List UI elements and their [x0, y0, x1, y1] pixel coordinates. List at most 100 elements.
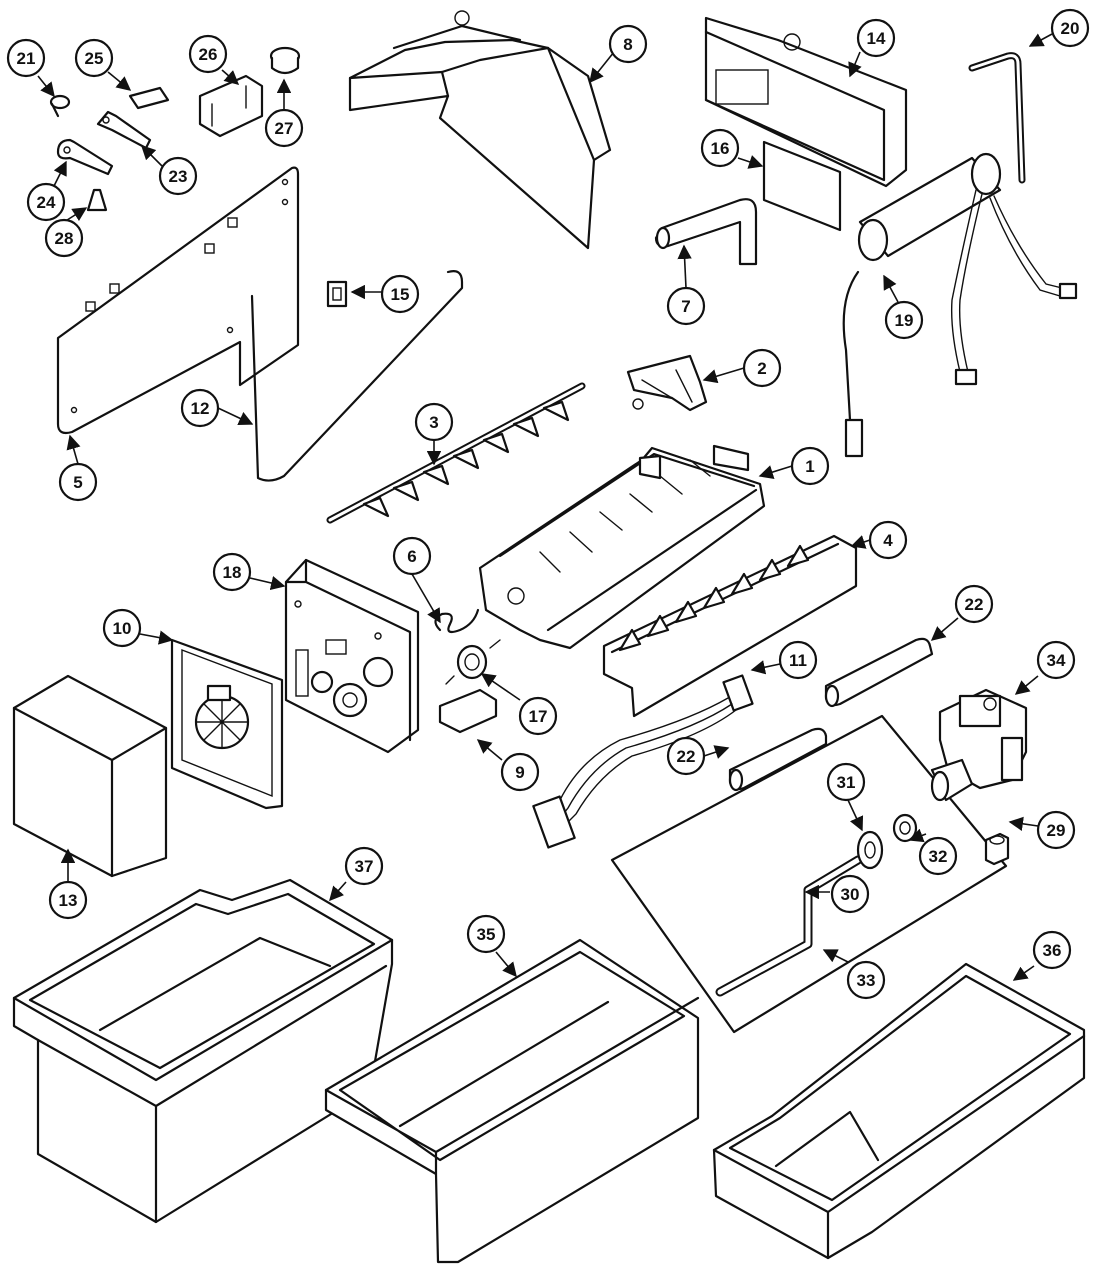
callout-label: 11	[789, 651, 807, 670]
part-7-tube	[654, 198, 758, 266]
part-10-cover-plate	[170, 638, 284, 810]
part-16-pad	[762, 140, 842, 232]
callout-label: 37	[355, 857, 374, 876]
callout-19: 19	[884, 300, 924, 340]
part-15-switch	[326, 280, 348, 308]
callout-label: 7	[681, 297, 690, 316]
part-14-shield	[704, 16, 908, 188]
callout-37: 37	[344, 846, 384, 886]
callout-32: 32	[918, 836, 958, 876]
callout-5: 5	[58, 462, 98, 502]
callout-label: 9	[515, 763, 524, 782]
callout-18: 18	[212, 552, 252, 592]
part-35-ice-bin	[324, 938, 700, 1264]
callout-label: 2	[757, 359, 766, 378]
callout-label: 24	[37, 193, 56, 212]
callout-label: 25	[85, 49, 104, 68]
part-9-clip	[438, 688, 498, 734]
callout-label: 36	[1043, 941, 1062, 960]
callout-label: 18	[223, 563, 242, 582]
part-33-fill-tube-kit	[610, 714, 1008, 1034]
callout-25: 25	[74, 38, 114, 78]
callout-label: 10	[113, 619, 132, 638]
part-19-heater-harness	[842, 152, 1078, 458]
callout-8: 8	[608, 24, 648, 64]
callout-label: 20	[1061, 19, 1080, 38]
callout-label: 19	[895, 311, 914, 330]
callout-35: 35	[466, 914, 506, 954]
part-11-wire-harness	[532, 674, 754, 849]
part-27-plug	[269, 46, 301, 75]
callout-23: 23	[158, 156, 198, 196]
callout-27: 27	[264, 108, 304, 148]
callout-4: 4	[868, 520, 908, 560]
part-37-ice-bin	[12, 878, 394, 1224]
callout-14: 14	[856, 18, 896, 58]
callout-label: 23	[169, 167, 188, 186]
callout-9: 9	[500, 752, 540, 792]
callout-16: 16	[700, 128, 740, 168]
callout-label: 27	[275, 119, 294, 138]
part-24-clamp	[56, 138, 114, 176]
part-23-clamp	[96, 110, 152, 150]
callout-17: 17	[518, 696, 558, 736]
callout-label: 3	[429, 413, 438, 432]
callout-label: 16	[711, 139, 730, 158]
callout-33: 33	[846, 960, 886, 1000]
callout-label: 28	[55, 229, 74, 248]
callout-28: 28	[44, 218, 84, 258]
callout-label: 26	[199, 45, 218, 64]
part-22-tube-upper	[824, 637, 934, 708]
callout-10: 10	[102, 608, 142, 648]
callout-label: 14	[867, 29, 886, 48]
part-2-cover	[626, 354, 708, 412]
part-36-ice-bin	[712, 962, 1086, 1260]
callout-label: 33	[857, 971, 876, 990]
callout-label: 32	[929, 847, 948, 866]
leaders	[37, 33, 1053, 981]
callout-20: 20	[1050, 8, 1090, 48]
part-21-clip	[49, 94, 71, 118]
part-25-bracket	[128, 86, 170, 110]
callout-label: 22	[965, 595, 984, 614]
callout-label: 22	[677, 747, 696, 766]
part-17-thermostat	[445, 639, 501, 685]
callout-label: 4	[883, 531, 893, 550]
callout-label: 30	[841, 885, 860, 904]
callout-label: 29	[1047, 821, 1066, 840]
callout-15: 15	[380, 274, 420, 314]
part-28-wire-nut	[86, 188, 108, 212]
callout-1: 1	[790, 446, 830, 486]
part-29-nut	[984, 832, 1010, 866]
callout-label: 8	[623, 35, 632, 54]
part-6-spring	[434, 608, 480, 634]
callout-label: 21	[17, 49, 36, 68]
callout-6: 6	[392, 536, 432, 576]
callout-11: 11	[778, 640, 818, 680]
callout-label: 5	[73, 473, 82, 492]
callout-12: 12	[180, 388, 220, 428]
part-13-cover	[12, 674, 168, 878]
part-34-water-valve	[930, 688, 1028, 802]
part-22-tube-lower	[728, 727, 828, 792]
callout-7: 7	[666, 286, 706, 326]
callout-24: 24	[26, 182, 66, 222]
callout-3: 3	[414, 402, 454, 442]
callout-31: 31	[826, 762, 866, 802]
part-4-stripper	[602, 534, 858, 718]
callout-22-lower: 22	[666, 736, 706, 776]
callout-label: 34	[1047, 651, 1066, 670]
part-5-mounting-plate	[56, 166, 300, 435]
part-18-control-housing	[284, 558, 420, 754]
callout-29: 29	[1036, 810, 1076, 850]
callout-22-upper: 22	[954, 584, 994, 624]
callout-30: 30	[830, 874, 870, 914]
part-1-ice-mold	[478, 444, 766, 650]
callout-13: 13	[48, 880, 88, 920]
part-12-gasket	[250, 270, 464, 482]
callout-34: 34	[1036, 640, 1076, 680]
callout-label: 1	[805, 457, 814, 476]
callout-26: 26	[188, 34, 228, 74]
part-26-bracket	[198, 74, 264, 138]
